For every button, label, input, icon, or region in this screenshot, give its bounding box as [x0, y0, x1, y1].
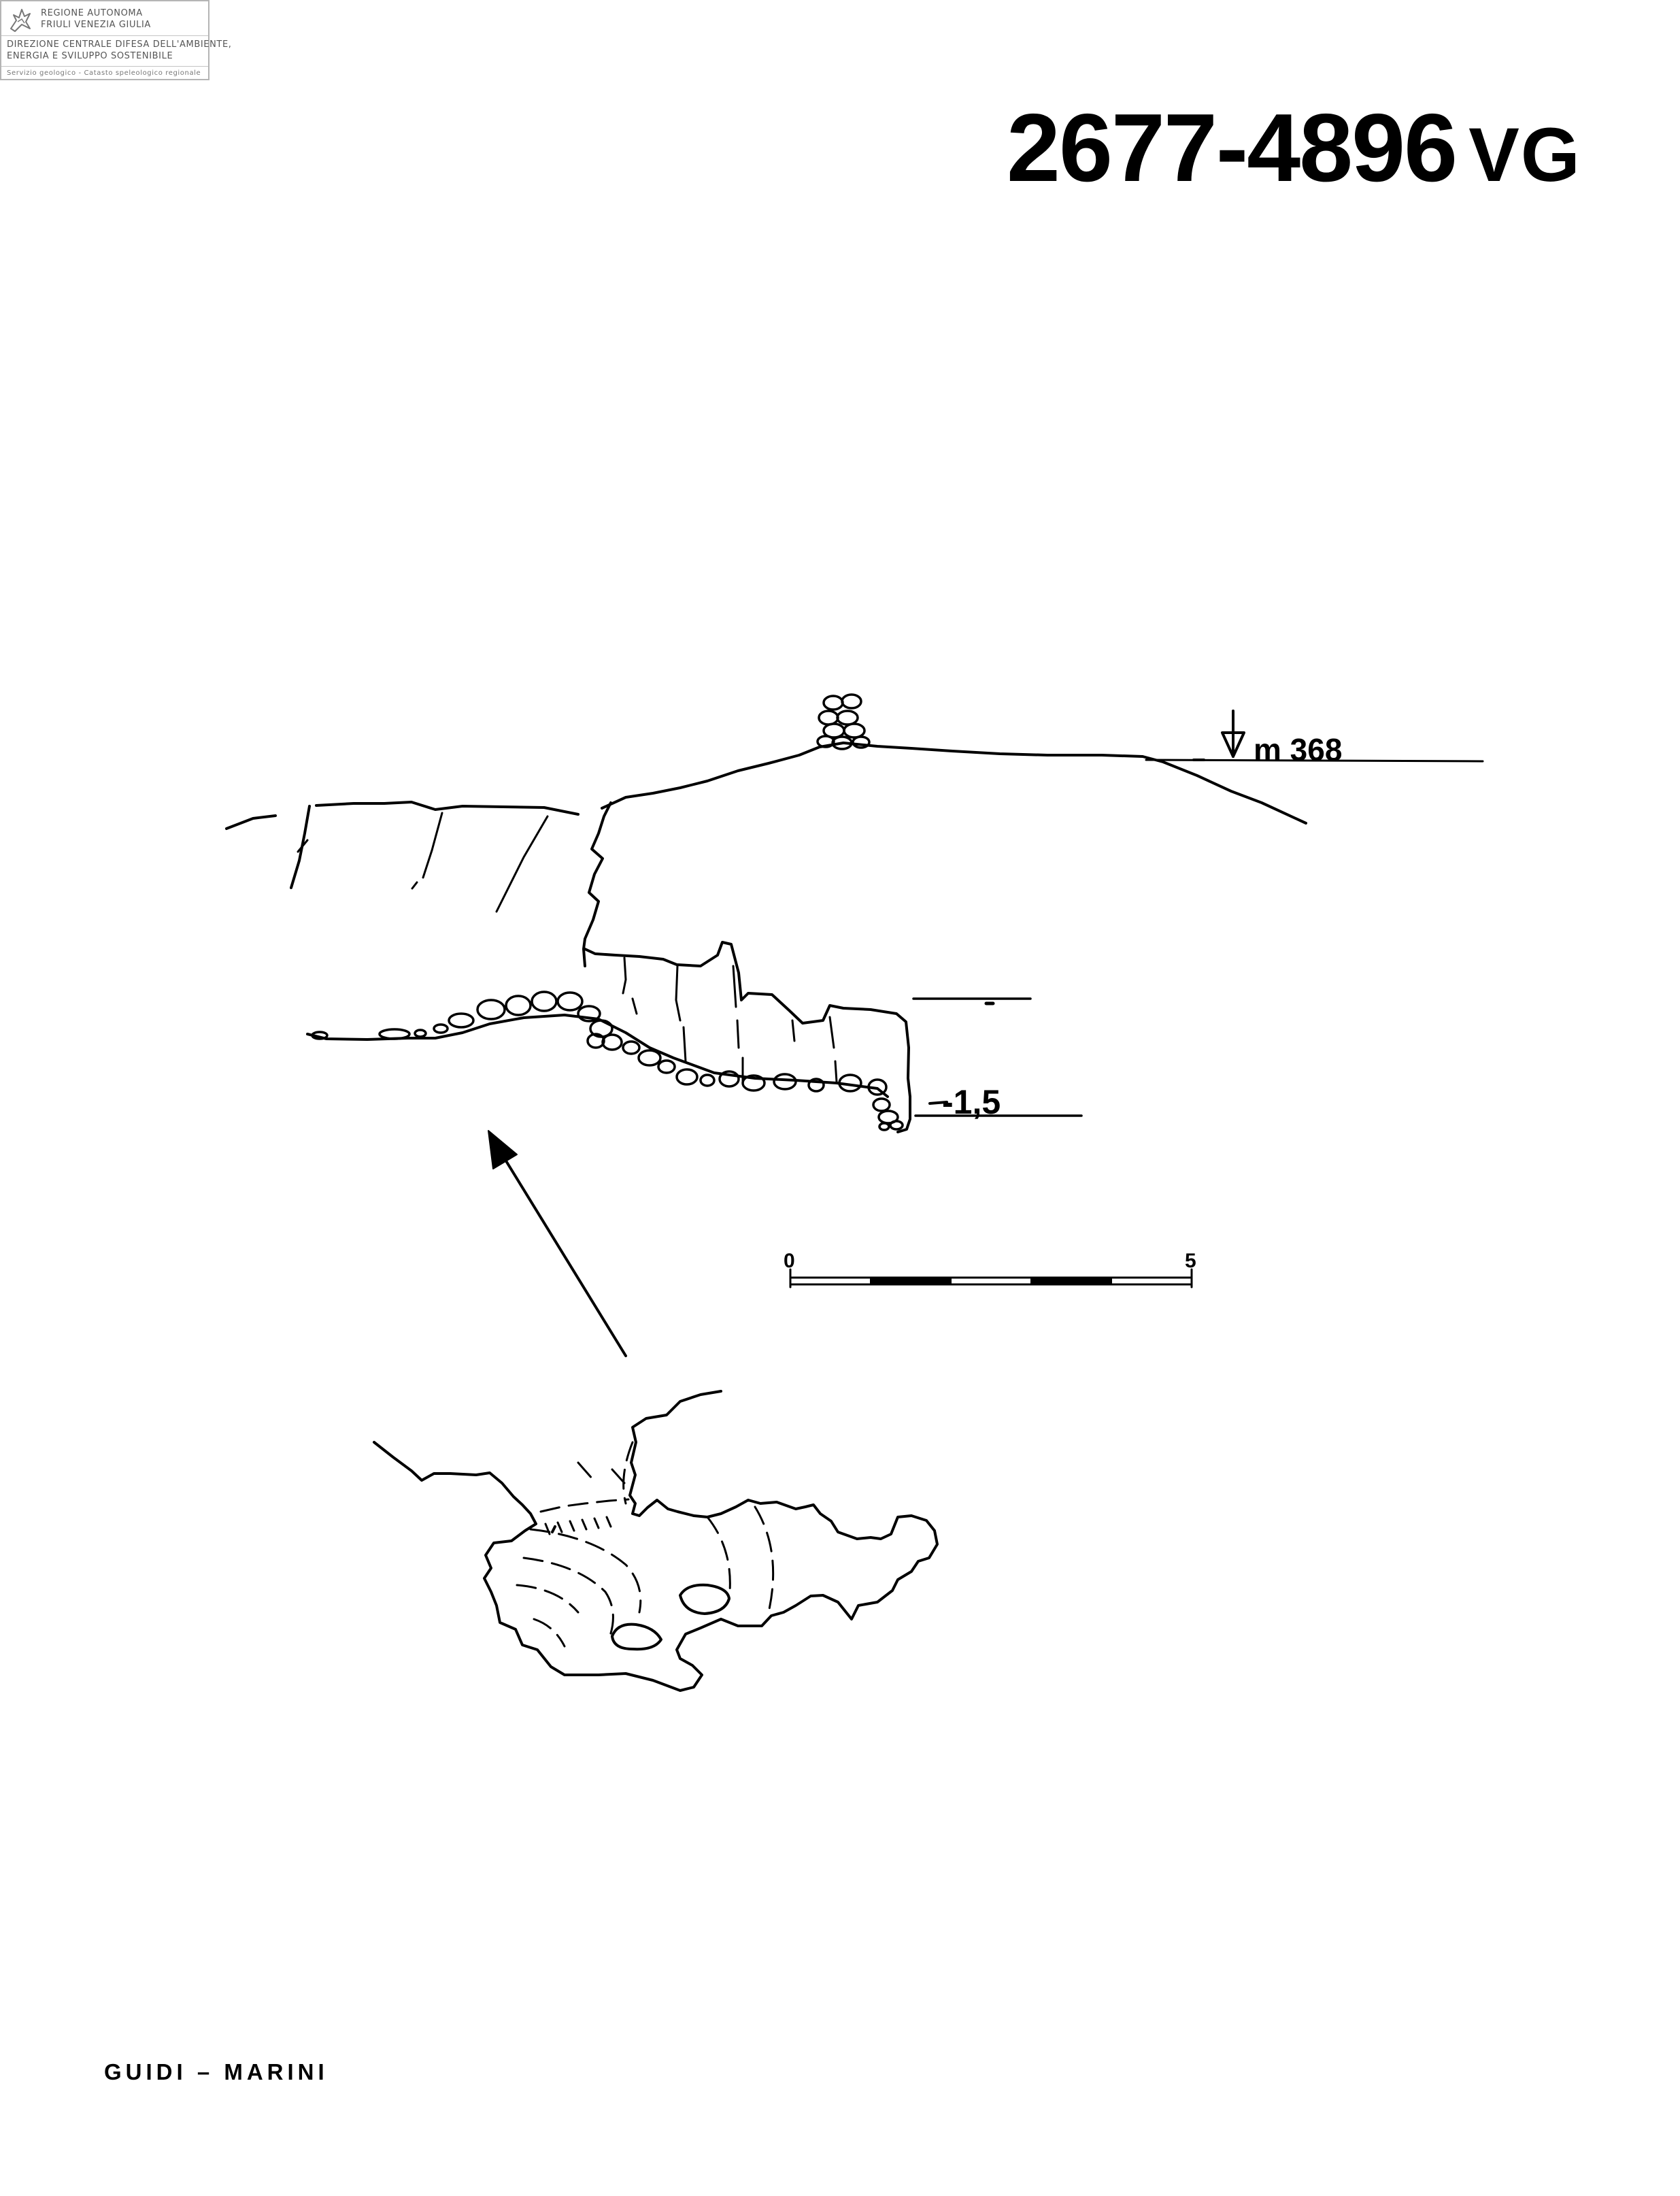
- surface-profile: [601, 742, 1307, 825]
- cliff-hatch: [290, 805, 311, 889]
- scale-start-label: 0: [784, 1250, 795, 1272]
- cliff-hatch: [495, 815, 549, 913]
- floor-rocks: [311, 991, 904, 1131]
- service-name: Servizio geologico - Catasto speleologic…: [7, 69, 201, 77]
- cave-hatch: [834, 1060, 838, 1083]
- survey-authors: GUIDI – MARINI: [104, 2059, 329, 2084]
- institution-header: REGIONE AUTONOMA FRIULI VENEZIA GIULIA D…: [0, 0, 231, 80]
- directorate-line1: DIREZIONE CENTRALE DIFESA DELL'AMBIENTE,: [7, 39, 232, 50]
- cave-hatch: [828, 1016, 835, 1049]
- eagle-emblem-icon: [10, 9, 31, 32]
- scale-end-label: 5: [1185, 1250, 1196, 1272]
- cave-plan: [373, 1390, 939, 1692]
- cave-number: 2677-4896: [1007, 94, 1458, 202]
- directorate-line2: ENERGIA E SVILUPPO SOSTENIBILE: [7, 51, 173, 61]
- cave-hatch: [631, 997, 638, 1015]
- cliff-hatch: [422, 812, 443, 879]
- depth-label: -1,5: [942, 1083, 1001, 1121]
- cross-section: [225, 693, 1484, 1133]
- cliff-hatch: [411, 881, 418, 890]
- plan-detail: [551, 1525, 556, 1533]
- cairn: [816, 693, 871, 750]
- cave-ceiling: [584, 941, 911, 1098]
- depth-tick: [928, 1101, 948, 1105]
- cave-hatch: [682, 1026, 687, 1063]
- ground-profile-left: [225, 814, 277, 830]
- elevation-label: m 368: [1254, 732, 1342, 767]
- plan-boulder: [679, 1583, 730, 1615]
- cliff-hatch: [297, 839, 309, 853]
- scale-bar: [789, 1268, 1193, 1288]
- ground-profile-left: [315, 801, 579, 816]
- cave-hatch: [732, 965, 737, 1008]
- cave-hatch: [736, 1019, 740, 1049]
- plan-boulder: [611, 1623, 662, 1651]
- cave-hatch: [675, 965, 682, 1022]
- cave-hatch: [622, 956, 627, 995]
- floor-line: [306, 1014, 889, 1098]
- plan-outline: [373, 1390, 939, 1692]
- cave-suffix: VG: [1468, 112, 1581, 197]
- entrance-wall: [582, 801, 612, 967]
- cave-bottom-wall: [896, 1095, 911, 1133]
- elevation-marker: [1192, 710, 1245, 761]
- region-name-line1: REGIONE AUTONOMA: [41, 8, 143, 18]
- header-divider: [1, 66, 208, 67]
- cave-hatch: [791, 1019, 796, 1042]
- pointer-arrow: [488, 1130, 627, 1357]
- plan-contour-lines: [516, 1441, 775, 1648]
- entrance-hatch: [544, 1516, 612, 1535]
- header-divider: [1, 35, 208, 36]
- region-name-line2: FRIULI VENEZIA GIULIA: [41, 20, 151, 30]
